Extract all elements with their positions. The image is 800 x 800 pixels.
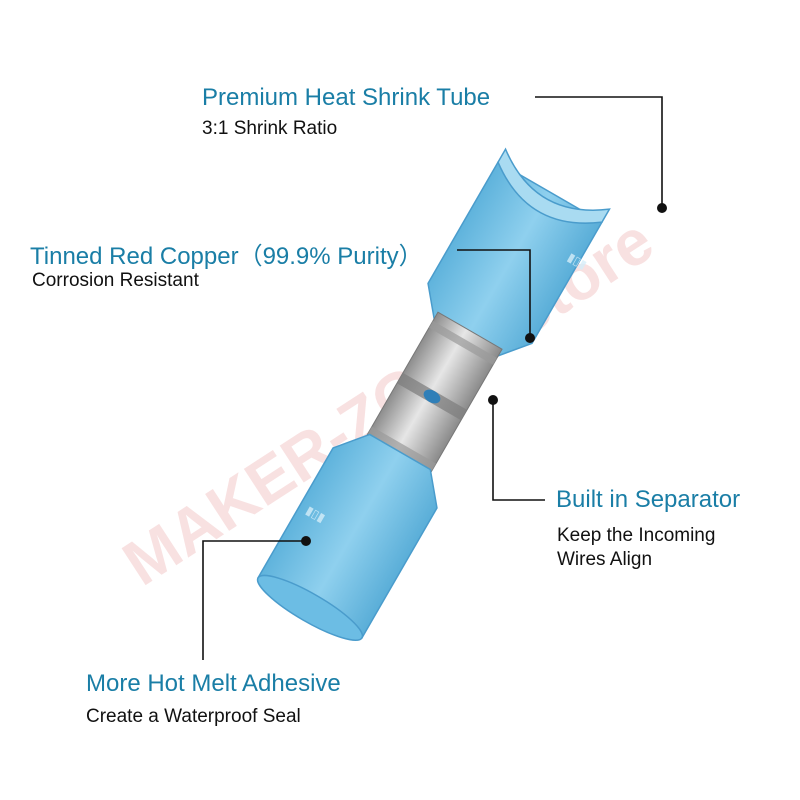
separator-hole: [423, 389, 441, 404]
adhesive-title: More Hot Melt Adhesive: [86, 670, 341, 697]
leader-copper: [457, 249, 531, 338]
leader-dot-adhesive: [301, 536, 311, 546]
leader-adhesive: [202, 540, 306, 660]
copper-title: Tinned Red Copper（99.9% Purity）: [30, 243, 423, 270]
leader-dot-separator: [488, 395, 498, 405]
leader-heat-shrink: [535, 96, 663, 208]
leader-dot-copper: [525, 333, 535, 343]
upper-tube-opening: [497, 147, 611, 224]
adhesive-subtitle: Create a Waterproof Seal: [86, 706, 301, 727]
lower-tube-end: [256, 574, 364, 641]
heat-shrink-subtitle: 3:1 Shrink Ratio: [202, 118, 338, 139]
leader-dot-heat-shrink: [657, 203, 667, 213]
separator-subtitle-line1: Keep the Incoming: [557, 525, 716, 546]
leader-separator: [492, 400, 545, 501]
separator-subtitle-line2: Wires Align: [557, 549, 653, 570]
copper-subtitle: Corrosion Resistant: [32, 270, 199, 291]
heat-shrink-title: Premium Heat Shrink Tube: [202, 84, 491, 111]
barrel-ring-top: [428, 320, 498, 365]
separator-title: Built in Separator: [556, 486, 741, 513]
barrel-ring-bottom: [367, 426, 437, 471]
